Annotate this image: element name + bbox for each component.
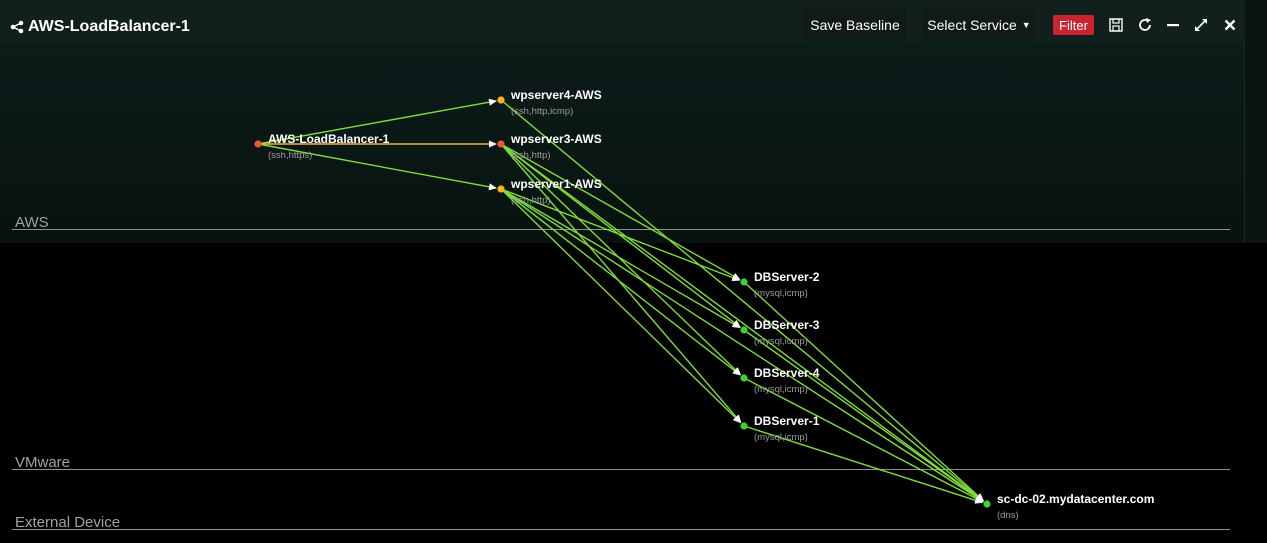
- node-protocols-label: (ssh,https): [268, 150, 312, 161]
- link-wpserver1-aws-to-dbserver-3: [500, 188, 738, 327]
- node-protocols-label: (ssh,http): [511, 150, 551, 161]
- link-wpserver1-aws-to-dbserver-2: [500, 188, 737, 280]
- node-status-dot[interactable]: [254, 140, 262, 148]
- node-sc-dc-02-mydatacenter-com[interactable]: sc-dc-02.mydatacenter.com (dns): [983, 492, 1154, 521]
- node-protocols-label: (mysql,icmp): [754, 432, 808, 443]
- close-icon[interactable]: [1222, 17, 1238, 33]
- node-wpserver3-aws[interactable]: wpserver3-AWS (ssh,http): [497, 132, 602, 161]
- caret-down-icon: ▼: [1021, 19, 1031, 30]
- arrowhead-icon: [732, 367, 741, 376]
- link-dbserver-3-to-sc-dc-02-mydatacenter-com: [743, 329, 981, 500]
- arrowhead-icon: [974, 496, 984, 504]
- zone-divider-external-device: [12, 529, 1230, 530]
- zone-divider-aws: [12, 229, 1230, 230]
- node-protocols-label: (ssh,http,icmp): [511, 106, 573, 117]
- link-dbserver-2-to-sc-dc-02-mydatacenter-com: [743, 281, 982, 500]
- node-name-label: wpserver3-AWS: [510, 132, 602, 146]
- filter-button[interactable]: Filter: [1053, 15, 1094, 35]
- link-wpserver3-aws-to-dbserver-2: [500, 143, 738, 279]
- node-status-dot[interactable]: [497, 96, 505, 104]
- zone-label-aws: AWS: [15, 214, 49, 231]
- save-baseline-button[interactable]: Save Baseline: [804, 8, 906, 41]
- select-service-label: Select Service: [927, 16, 1017, 33]
- arrowhead-icon: [488, 98, 498, 106]
- node-name-label: DBServer-2: [754, 270, 820, 284]
- node-name-label: DBServer-4: [754, 366, 820, 380]
- node-protocols-label: (mysql,icmp): [754, 288, 808, 299]
- node-status-dot[interactable]: [740, 374, 748, 382]
- node-status-dot[interactable]: [497, 140, 505, 148]
- zone-label-vmware: VMware: [15, 454, 71, 471]
- arrowhead-icon: [488, 183, 498, 191]
- link-aws-loadbalancer-1-to-wpserver4-aws: [257, 100, 494, 145]
- node-dbserver-3[interactable]: DBServer-3 (mysql,icmp): [740, 318, 820, 347]
- nodes: AWS-LoadBalancer-1 (ssh,https) wpserver4-A…: [254, 88, 1154, 521]
- node-wpserver4-aws[interactable]: wpserver4-AWS (ssh,http,icmp): [497, 88, 602, 117]
- node-dbserver-4[interactable]: DBServer-4 (mysql,icmp): [740, 366, 820, 395]
- zone-divider-vmware: [12, 469, 1230, 470]
- arrowhead-icon: [731, 320, 741, 328]
- window-header: [0, 0, 1245, 42]
- node-protocols-label: (mysql,icmp): [754, 384, 808, 395]
- arrowhead-icon: [489, 140, 497, 148]
- link-wpserver1-aws-to-dbserver-1: [500, 188, 739, 421]
- link-wpserver4-aws-to-sc-dc-02-mydatacenter-com: [500, 99, 982, 500]
- node-name-label: DBServer-1: [754, 414, 820, 428]
- node-status-dot[interactable]: [740, 422, 748, 430]
- node-name-label: DBServer-3: [754, 318, 820, 332]
- node-protocols-label: (dns): [997, 510, 1019, 521]
- link-wpserver1-aws-to-sc-dc-02-mydatacenter-com: [500, 188, 981, 501]
- save-icon[interactable]: [1108, 17, 1124, 33]
- links: [257, 98, 985, 504]
- link-aws-loadbalancer-1-to-wpserver1-aws: [257, 143, 494, 189]
- zone-label-external-device: External Device: [15, 514, 121, 531]
- node-name-label: wpserver4-AWS: [510, 88, 602, 102]
- refresh-icon[interactable]: [1137, 17, 1153, 33]
- node-dbserver-1[interactable]: DBServer-1 (mysql,icmp): [740, 414, 820, 443]
- link-dbserver-4-to-sc-dc-02-mydatacenter-com: [743, 377, 981, 501]
- arrowhead-icon: [732, 415, 742, 424]
- node-wpserver1-aws[interactable]: wpserver1-AWS (ssh,http): [497, 177, 602, 206]
- link-dbserver-1-to-sc-dc-02-mydatacenter-com: [743, 425, 980, 503]
- node-status-dot[interactable]: [497, 185, 505, 193]
- page-title: AWS-LoadBalancer-1: [10, 18, 190, 36]
- node-dbserver-2[interactable]: DBServer-2 (mysql,icmp): [740, 270, 820, 299]
- share-icon: [10, 20, 24, 34]
- node-protocols-label: (mysql,icmp): [754, 336, 808, 347]
- select-service-dropdown[interactable]: Select Service ▼: [923, 8, 1035, 41]
- node-name-label: wpserver1-AWS: [510, 177, 602, 191]
- save-baseline-label: Save Baseline: [810, 16, 900, 33]
- expand-icon[interactable]: [1193, 17, 1209, 33]
- link-wpserver1-aws-to-dbserver-4: [500, 188, 739, 374]
- node-status-dot[interactable]: [740, 326, 748, 334]
- node-name-label: AWS-LoadBalancer-1: [268, 132, 390, 146]
- node-protocols-label: (ssh,http): [511, 195, 551, 206]
- arrowhead-icon: [731, 274, 741, 281]
- filter-label: Filter: [1059, 17, 1088, 33]
- node-aws-loadbalancer-1[interactable]: AWS-LoadBalancer-1 (ssh,https): [254, 132, 390, 161]
- link-wpserver3-aws-to-sc-dc-02-mydatacenter-com: [500, 143, 981, 500]
- node-name-label: sc-dc-02.mydatacenter.com: [997, 492, 1154, 506]
- scrollbar[interactable]: [1244, 0, 1267, 243]
- minimize-icon[interactable]: [1165, 17, 1181, 33]
- node-status-dot[interactable]: [983, 500, 991, 508]
- node-status-dot[interactable]: [740, 278, 748, 286]
- page-title-text: AWS-LoadBalancer-1: [28, 18, 190, 35]
